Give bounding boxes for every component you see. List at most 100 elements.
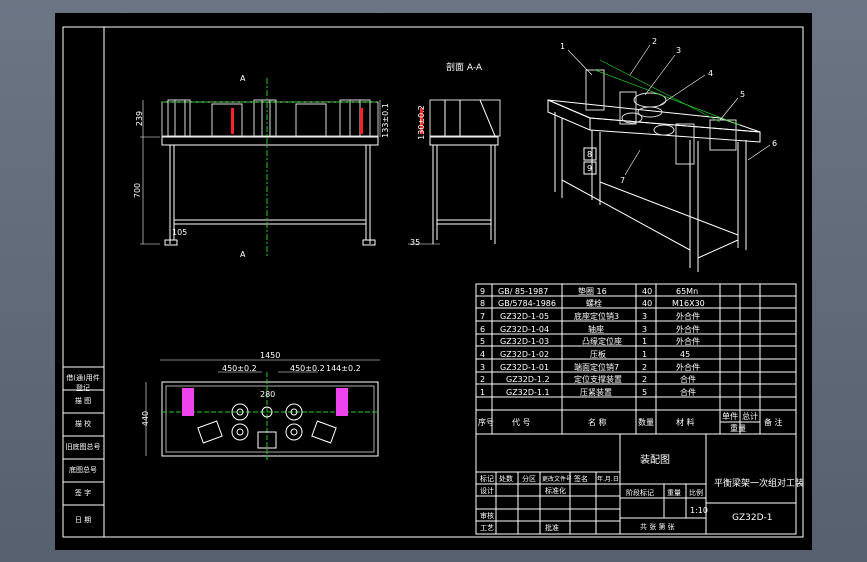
bom-mat: 45 [680,350,691,359]
balloon-5: 5 [740,90,746,99]
dim-side-foot: 35 [410,238,421,247]
bom-no: 9 [480,287,486,296]
tb-zone: 分区 [522,475,536,483]
bom-header-note: 备 注 [764,418,783,427]
bom-qty: 5 [642,388,648,397]
balloon-3: 3 [676,46,682,55]
bom-name: 凸缘定位座 [582,337,622,346]
balloon-7: 7 [620,176,626,185]
side-label-4: 旧底图总号 [65,443,101,451]
side-label-2: 描 图 [74,397,92,405]
balloon-2: 2 [652,37,658,46]
bom-qty: 3 [642,312,648,321]
bom-header-single: 单件 [722,412,738,421]
bom-code: GZ32D-1-03 [500,337,550,346]
bom-header-name: 名 称 [588,418,607,427]
tb-design: 设计 [480,487,494,495]
bom-qty: 40 [642,287,653,296]
bom-qty: 2 [642,375,648,384]
dim-plan-width: 1450 [260,351,281,360]
dim-plan-d2: 450±0.2 [290,364,325,373]
bom-name: 轴座 [588,325,604,334]
bom-header-code: 代 号 [512,418,531,427]
tb-weight: 重量 [667,489,681,497]
bom-qty: 3 [642,325,648,334]
dim-front-h1: 239 [135,110,145,127]
tb-approve: 批准 [545,524,559,532]
bom-code: GZ32D-1-04 [500,325,550,334]
bom-mat: 外合件 [676,312,700,321]
side-label-3: 描 校 [74,420,92,428]
dim-plan-depth: 440 [141,410,151,427]
bom-code: GZ32D-1.1 [506,388,550,397]
tb-stage: 阶段标记 [626,489,654,497]
side-view [408,99,501,245]
plan-view [145,359,380,460]
bom-code: GZ32D-1-05 [500,312,550,321]
tb-review: 审核 [480,512,494,520]
bom-name: 底座定位销3 [574,312,620,321]
dim-front-h2: 700 [133,182,143,199]
side-label-6: 签 字 [74,489,92,497]
scale-value: 1:10 [690,506,708,515]
bom-header-weight: 重量 [730,424,746,433]
tb-mark: 标记 [480,475,494,483]
dim-plan-d3: 144±0.2 [326,364,361,373]
side-label-5: 底图总号 [69,466,97,474]
balloon-8: 8 [587,150,593,159]
tb-sign: 签名 [574,475,588,483]
balloon-9: 9 [587,164,593,173]
bom-mat: 65Mn [676,287,699,296]
bom-no: 4 [480,350,486,359]
bom-name: 端面定位销7 [574,363,620,372]
side-label-1: 借(通)用件登记 [66,374,100,392]
bom-name: 螺栓 [586,299,602,308]
bom-qty: 1 [642,350,648,359]
bom-mat: M16X30 [672,299,705,308]
bom-mat: 外合件 [676,325,700,334]
balloon-6: 6 [772,139,778,148]
cut-mark-top: A [240,74,246,83]
side-label-7: 日 期 [74,516,92,524]
tb-standard: 标准化 [545,487,566,495]
bom-code: GB/5784-1986 [498,299,556,308]
drawing-number: GZ32D-1 [732,513,773,523]
bom-header-no: 序号 [478,418,494,427]
title-block-lines [475,433,797,535]
bom-qty: 2 [642,363,648,372]
bom-header-mat: 材 料 [676,418,695,427]
bom-code: GZ32D-1.2 [506,375,550,384]
bom-name: 压板 [590,350,606,359]
drawing-type: 装配图 [640,455,670,466]
balloon-1: 1 [560,42,566,51]
bom-no: 1 [480,388,486,397]
dim-plan-center: 280 [260,390,276,399]
bom-mat: 外合件 [676,337,700,346]
dim-plan-d1: 450±0.2 [222,364,257,373]
bom-no: 6 [480,325,486,334]
bom-no: 5 [480,337,486,346]
tb-date: 年.月.日 [597,476,619,483]
isometric-view [547,44,771,272]
bom-name: 垫圈 16 [578,287,607,296]
side-stamp-grid [63,366,104,538]
bom-no: 8 [480,299,486,308]
drawing-border [62,26,804,538]
bom-code: GZ32D-1-01 [500,363,550,372]
tb-scale: 比例 [689,489,703,497]
bom-name: 压紧装置 [580,388,612,397]
bom-table-lines [475,283,797,435]
dim-front-foot: 105 [172,228,188,237]
bom-qty: 40 [642,299,653,308]
tb-count: 处数 [499,475,513,483]
tb-process: 工艺 [480,524,494,532]
bom-qty: 1 [642,337,648,346]
bom-no: 3 [480,363,486,372]
bom-name: 定位支撑装置 [574,375,622,384]
bom-mat: 合件 [680,375,696,384]
bom-no: 7 [480,312,486,321]
cut-mark-bottom: A [240,250,246,259]
dim-side-h: 130±0.2 [416,105,426,140]
section-label: 剖面 A-A [446,63,483,73]
